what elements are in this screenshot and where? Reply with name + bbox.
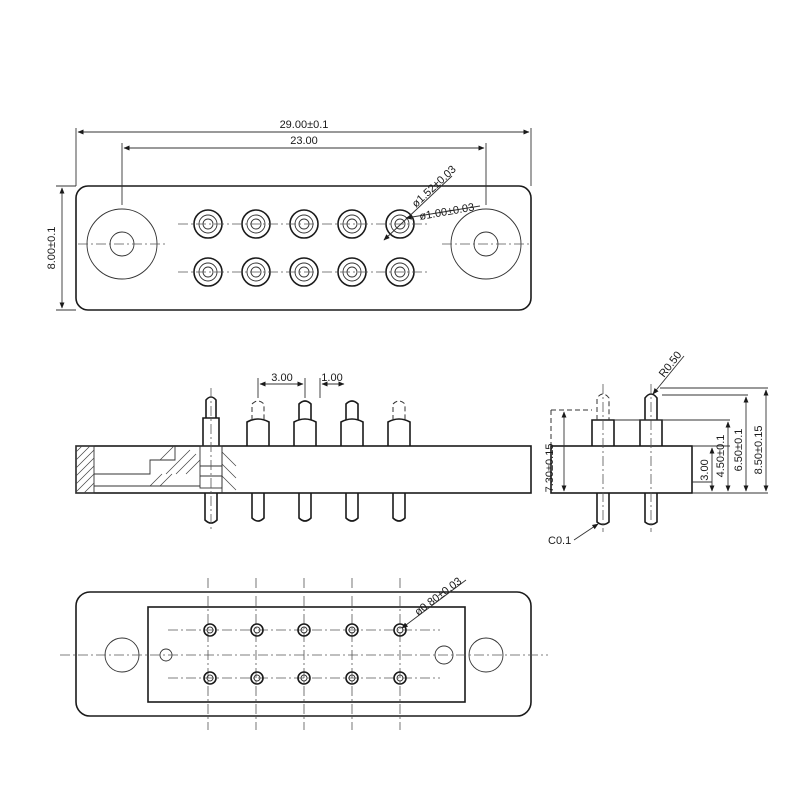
top-view-pins <box>193 209 415 287</box>
dim-height-c: 4.50±0.1 <box>715 421 731 492</box>
top-view-mounting-hole-left <box>78 208 166 280</box>
dim-tip-radius: R0.50 <box>652 349 685 395</box>
top-view: 29.00±0.1 23.00 8.00±0.1 ø1.52±0.03 ø1.0… <box>46 119 532 311</box>
dim-outer-diameter: ø1.52±0.03 <box>383 164 459 241</box>
end-view-pin-left <box>591 384 615 532</box>
dim-inner-diameter-label: ø1.00±0.03 <box>418 201 475 222</box>
dim-height-e: 8.50±0.15 <box>753 389 769 492</box>
dim-tip-radius-label: R0.50 <box>657 349 685 380</box>
dim-height-label: 8.00±0.1 <box>46 227 58 270</box>
bottom-view-pins <box>203 623 407 685</box>
dim-height-a-label: 7.30±0.15 <box>544 444 556 493</box>
end-view: R0.50 7.30±0.15 3.00 4.50±0.1 6.50±0.1 8… <box>544 349 769 547</box>
dim-height-a: 7.30±0.15 <box>544 411 567 493</box>
dim-chamfer: C0.1 <box>548 523 599 547</box>
dim-height: 8.00±0.1 <box>46 185 76 311</box>
dim-height-d: 6.50±0.1 <box>733 396 749 492</box>
dim-height-b: 3.00 <box>699 447 715 492</box>
dim-pitch-2: 1.00 <box>319 372 345 398</box>
dim-pin-diameter-label: ø0.80±0.03 <box>413 575 465 618</box>
end-view-pin-right <box>639 384 663 532</box>
dim-chamfer-label: C0.1 <box>548 535 571 547</box>
dim-height-b-label: 3.00 <box>699 459 711 480</box>
bottom-view-body <box>75 591 532 717</box>
end-view-body <box>550 445 693 494</box>
dim-pitch-1: 3.00 <box>257 372 306 398</box>
dim-overall-width: 29.00±0.1 <box>75 119 532 186</box>
dim-outer-diameter-label: ø1.52±0.03 <box>410 164 459 211</box>
dim-height-e-label: 8.50±0.15 <box>753 426 765 475</box>
bottom-view: ø0.80±0.03 <box>60 575 548 730</box>
side-view: 3.00 1.00 <box>75 372 532 530</box>
side-view-pin-section <box>199 388 223 530</box>
side-view-section <box>75 445 237 494</box>
top-view-mounting-hole-right <box>442 208 530 280</box>
dim-pitch-1-label: 3.00 <box>271 372 292 384</box>
dim-height-d-label: 6.50±0.1 <box>733 429 745 472</box>
dim-pin-diameter: ø0.80±0.03 <box>401 575 467 629</box>
side-view-pins <box>246 400 411 522</box>
dim-hole-spacing-label: 23.00 <box>290 135 318 147</box>
top-view-body <box>75 185 532 311</box>
dim-hole-spacing: 23.00 <box>121 135 487 205</box>
dim-overall-width-label: 29.00±0.1 <box>280 119 329 131</box>
dim-height-c-label: 4.50±0.1 <box>715 435 727 478</box>
dim-pitch-2-label: 1.00 <box>321 372 342 384</box>
bottom-view-recess <box>147 606 466 703</box>
